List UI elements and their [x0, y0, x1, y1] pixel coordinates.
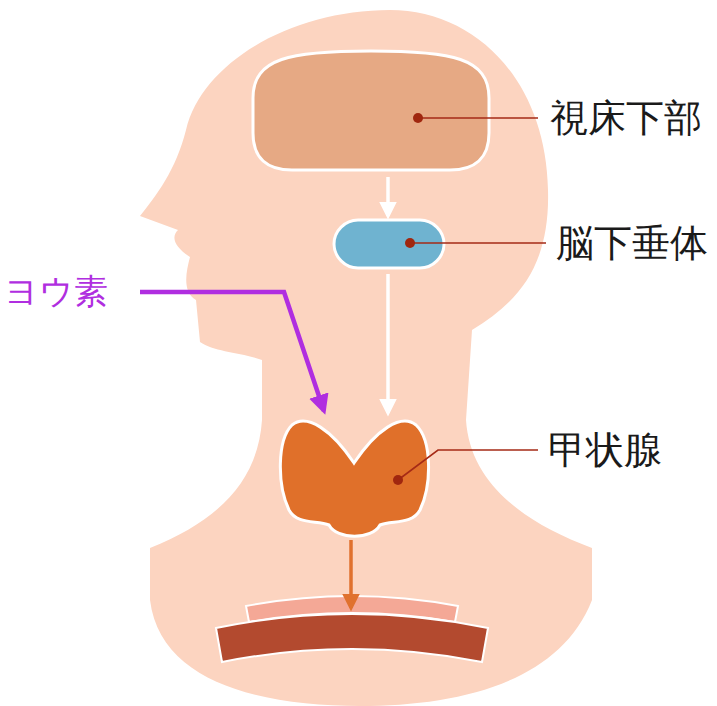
pituitary-shape: [332, 218, 446, 270]
leader-line: [398, 450, 538, 480]
head-silhouette: [140, 10, 592, 706]
signal-arrow: [386, 274, 390, 413]
signal-arrow: [386, 177, 390, 216]
hypothalamus-node: 視床下部: [250, 48, 492, 173]
input-label: ヨウ素: [4, 274, 108, 308]
thyroid-shape: [272, 415, 437, 545]
organ-label: 視床下部: [550, 99, 702, 137]
organ-label: 甲状腺: [548, 431, 662, 469]
iodine-arrow: [140, 292, 324, 411]
thyroid-node: 甲状腺: [272, 415, 437, 545]
body-band-dark: [216, 614, 488, 662]
hypothalamus-shape: [250, 48, 492, 173]
leader-line: [418, 117, 538, 119]
pituitary-shape: [334, 220, 444, 268]
leader-line: [410, 242, 546, 244]
hormone-arrow: [349, 540, 353, 608]
marker-dot: [393, 475, 403, 485]
thyroid-shape: [280, 421, 428, 536]
hypothalamus-shape: [253, 51, 489, 170]
marker-dot: [413, 113, 423, 123]
label-node: ヨウ素: [4, 274, 110, 310]
organ-label: 脳下垂体: [556, 224, 708, 262]
pituitary-node: 脳下垂体: [332, 218, 446, 270]
marker-dot: [405, 238, 415, 248]
